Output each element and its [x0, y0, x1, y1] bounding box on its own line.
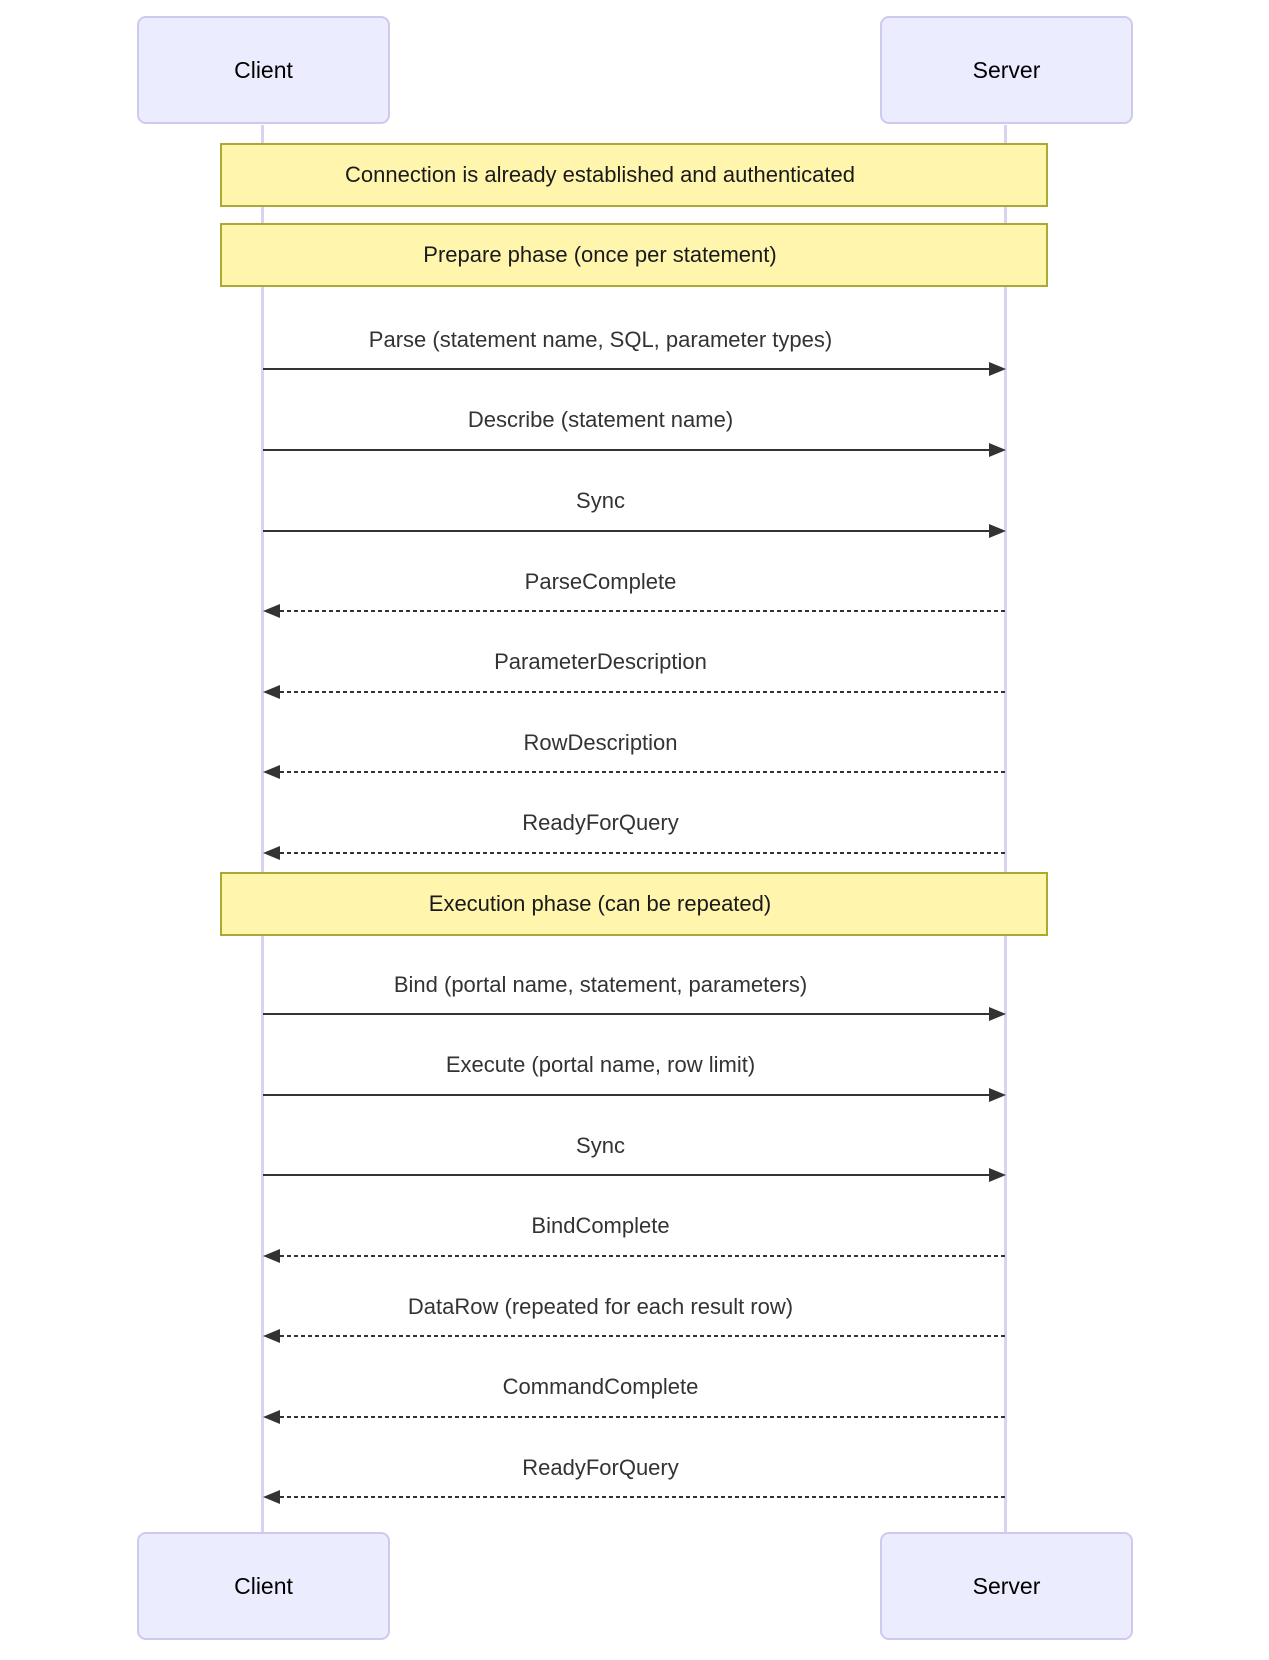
right-arrowhead-icon: [989, 1088, 1006, 1102]
left-arrowhead-icon: [263, 1490, 280, 1504]
arrow-parameter-description: [280, 691, 1006, 693]
actor-label: Server: [972, 56, 1041, 83]
message-label-parse: Parse (statement name, SQL, parameter ty…: [368, 327, 833, 352]
right-arrowhead-icon: [989, 524, 1006, 538]
note-text: Execution phase (can be repeated): [428, 891, 772, 916]
left-arrowhead-icon: [263, 685, 280, 699]
actor-server-bottom: Server: [880, 1532, 1133, 1640]
arrow-sync-execution: [263, 1174, 990, 1176]
server-lifeline: [1004, 125, 1007, 1532]
arrow-ready-for-query-execution: [280, 1496, 1006, 1498]
message-label-bind-complete: BindComplete: [531, 1213, 670, 1238]
right-arrowhead-icon: [989, 1168, 1006, 1182]
right-arrowhead-icon: [989, 1007, 1006, 1021]
message-label-parameter-description: ParameterDescription: [494, 649, 707, 674]
message-label-row-description: RowDescription: [523, 730, 678, 755]
arrow-parse: [263, 368, 990, 370]
actor-label: Client: [234, 1572, 293, 1599]
actor-client-top: Client: [137, 16, 390, 124]
message-label-execute: Execute (portal name, row limit): [445, 1052, 756, 1077]
left-arrowhead-icon: [263, 1329, 280, 1343]
message-label-data-row: DataRow (repeated for each result row): [407, 1294, 794, 1319]
note-text: Prepare phase (once per statement): [423, 242, 777, 267]
message-label-bind: Bind (portal name, statement, parameters…: [393, 972, 808, 997]
message-label-ready-for-query-execution: ReadyForQuery: [522, 1455, 679, 1480]
actor-client-bottom: Client: [137, 1532, 390, 1640]
note-connection-established: Connection is already established and au…: [220, 143, 1048, 207]
arrow-data-row: [280, 1335, 1006, 1337]
arrow-parse-complete: [280, 610, 1006, 612]
actor-server-top: Server: [880, 16, 1133, 124]
left-arrowhead-icon: [263, 1249, 280, 1263]
right-arrowhead-icon: [989, 443, 1006, 457]
arrow-bind: [263, 1013, 990, 1015]
note-text: Connection is already established and au…: [344, 162, 856, 187]
message-label-ready-for-query-prepare: ReadyForQuery: [522, 810, 679, 835]
arrow-execute: [263, 1094, 990, 1096]
right-arrowhead-icon: [989, 362, 1006, 376]
left-arrowhead-icon: [263, 604, 280, 618]
client-lifeline: [261, 125, 264, 1532]
message-label-sync-prepare: Sync: [576, 488, 625, 513]
message-label-describe: Describe (statement name): [467, 407, 734, 432]
actor-label: Client: [234, 56, 293, 83]
arrow-ready-for-query-prepare: [280, 852, 1006, 854]
message-label-parse-complete: ParseComplete: [524, 569, 677, 594]
note-prepare-phase: Prepare phase (once per statement): [220, 223, 1048, 287]
arrow-bind-complete: [280, 1255, 1006, 1257]
left-arrowhead-icon: [263, 846, 280, 860]
arrow-describe: [263, 449, 990, 451]
actor-label: Server: [972, 1572, 1041, 1599]
note-execution-phase: Execution phase (can be repeated): [220, 872, 1048, 936]
arrow-row-description: [280, 771, 1006, 773]
arrow-sync-prepare: [263, 530, 990, 532]
message-label-command-complete: CommandComplete: [502, 1374, 699, 1399]
left-arrowhead-icon: [263, 1410, 280, 1424]
left-arrowhead-icon: [263, 765, 280, 779]
arrow-command-complete: [280, 1416, 1006, 1418]
message-label-sync-execution: Sync: [576, 1133, 625, 1158]
